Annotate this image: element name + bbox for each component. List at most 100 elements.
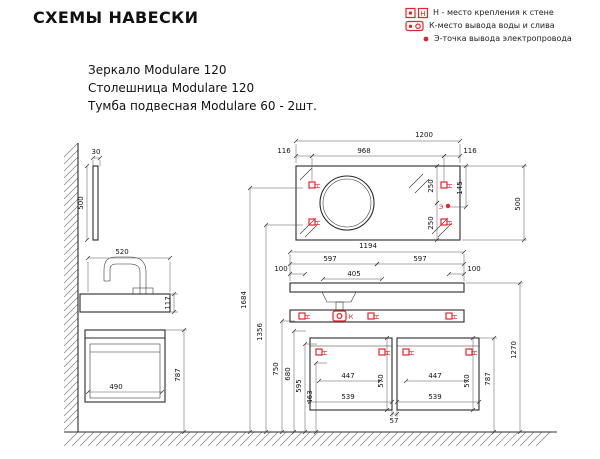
- dim-mirror-row-top: 250: [427, 179, 435, 192]
- h-marker-label: Н: [446, 183, 454, 188]
- dim-h1270: 1270: [510, 341, 518, 359]
- legend-h-letter: Н: [420, 10, 425, 18]
- dim-sink-width: 405: [347, 270, 360, 278]
- legend-text-wall-mount: Н - место крепления к стене: [433, 8, 554, 17]
- dim-mirror-right: 116: [463, 147, 477, 155]
- glass-hatch: [437, 222, 453, 238]
- h-marker-label: Н: [373, 314, 381, 319]
- h-marker-label: Н: [314, 183, 322, 188]
- product-item-cabinet: Тумба подвесная Modulare 60 - 2шт.: [88, 99, 317, 113]
- dim-offset-right: 100: [467, 265, 480, 273]
- dim-h750: 750: [272, 362, 280, 375]
- dim-counter-depth: 520: [115, 248, 128, 256]
- dim-mirror-row-bottom: 250: [427, 216, 435, 229]
- legend-item-water: К-место вывода воды и слива: [405, 19, 572, 32]
- round-mirror: [319, 175, 375, 231]
- k-marker-drain: [336, 313, 343, 320]
- drawer-side-view: [89, 343, 161, 399]
- dim-cab-front-height: 787: [484, 372, 492, 385]
- e-marker-icon: [445, 203, 451, 209]
- faucet-base: [132, 287, 154, 295]
- h-marker-icon: [308, 218, 316, 226]
- countertop-side-view: [79, 293, 171, 313]
- glass-hatch: [414, 178, 430, 194]
- faucet-side-view: [109, 263, 141, 294]
- k-marker-icon: [332, 310, 347, 322]
- dim-counter-half-right: 597: [413, 255, 426, 263]
- dim-cab-left-width: 539: [341, 393, 354, 401]
- mirror-side-view: [92, 165, 99, 241]
- dim-counter-height: 117: [164, 296, 172, 309]
- dim-h680: 680: [284, 367, 292, 380]
- sink-basin: [321, 291, 357, 303]
- countertop-front-view: [289, 282, 465, 293]
- product-item-mirror: Зеркало Modulare 120: [88, 63, 227, 77]
- structure: [64, 143, 557, 433]
- h-marker-label: Н: [408, 350, 416, 355]
- legend-text-water: К-место вывода воды и слива: [429, 21, 555, 30]
- glass-hatch: [431, 217, 449, 235]
- h-marker-icon: [465, 348, 473, 356]
- dim-e-offset: 145: [456, 181, 464, 194]
- dim-h595: 595: [295, 379, 303, 392]
- dim-cab-gap: 57: [390, 417, 399, 425]
- cabinet-right-front-view: [396, 337, 480, 411]
- floor-hatch: [63, 431, 551, 447]
- cabinet-side-view: [84, 329, 166, 403]
- h-marker-icon: [315, 348, 323, 356]
- h-marker-icon: [308, 181, 316, 189]
- product-item-countertop: Столешница Modulare 120: [88, 81, 255, 95]
- glass-hatch: [408, 173, 424, 189]
- mirror-front-view: [295, 165, 461, 241]
- dim-cab-right-width: 539: [428, 393, 441, 401]
- dim-cab-right-height: 570: [463, 374, 471, 387]
- h-marker-label: Н: [451, 314, 459, 319]
- dim-drawer-right: 447: [428, 372, 441, 380]
- dim-mirror-height: 500: [514, 197, 522, 210]
- dim-h1356: 1356: [256, 323, 264, 341]
- e-marker-legend-icon: [423, 36, 429, 41]
- legend-item-wall-mount: Н Н - место крепления к стене: [405, 6, 572, 19]
- dim-cab-side-width: 490: [109, 383, 122, 391]
- dim-drawer-left: 447: [341, 372, 354, 380]
- h-marker-icon: [298, 312, 306, 320]
- dim-mirror-side-height: 500: [77, 196, 85, 209]
- e-marker-label: Э: [439, 203, 444, 211]
- h-marker-icon: [367, 312, 375, 320]
- legend-text-electric: Э-точка вывода электропровода: [434, 34, 572, 43]
- round-mirror-inner: [322, 178, 372, 228]
- h-marker-icon: [440, 181, 448, 189]
- dim-offset-left: 100: [274, 265, 287, 273]
- dim-mirror-depth: 30: [92, 148, 101, 156]
- mounting-rail: [289, 309, 465, 323]
- extension-lines: [87, 144, 527, 417]
- product-list: Зеркало Modulare 120 Столешница Modulare…: [88, 61, 317, 115]
- dim-h463: 463: [306, 390, 314, 403]
- dim-counter-half-left: 597: [323, 255, 336, 263]
- h-marker-label: Н: [304, 314, 312, 319]
- dim-mirror-center: 968: [357, 147, 370, 155]
- h-marker-label: Н: [446, 220, 454, 225]
- dim-h1684: 1684: [240, 291, 248, 309]
- faucet-side-view: [103, 256, 147, 294]
- h-marker-legend-icon: Н: [405, 7, 429, 18]
- glass-hatch: [299, 167, 313, 181]
- k-marker-label: К: [349, 313, 354, 321]
- legend-item-electric: Э-точка вывода электропровода: [405, 32, 572, 45]
- glass-hatch: [304, 223, 319, 238]
- h-marker-icon: [402, 348, 410, 356]
- dim-mirror-left: 116: [277, 147, 291, 155]
- glass-hatch: [299, 217, 317, 235]
- dim-counter-total: 1194: [359, 242, 377, 250]
- page-title: СХЕМЫ НАВЕСКИ: [33, 8, 199, 27]
- h-marker-icon: [378, 348, 386, 356]
- legend: Н Н - место крепления к стене К-место вы…: [405, 6, 572, 45]
- drain-pipe: [335, 301, 344, 311]
- h-marker-label: Н: [314, 220, 322, 225]
- wall-hatch: [63, 142, 79, 431]
- h-marker-label: Н: [471, 350, 479, 355]
- h-marker-label: Н: [384, 350, 392, 355]
